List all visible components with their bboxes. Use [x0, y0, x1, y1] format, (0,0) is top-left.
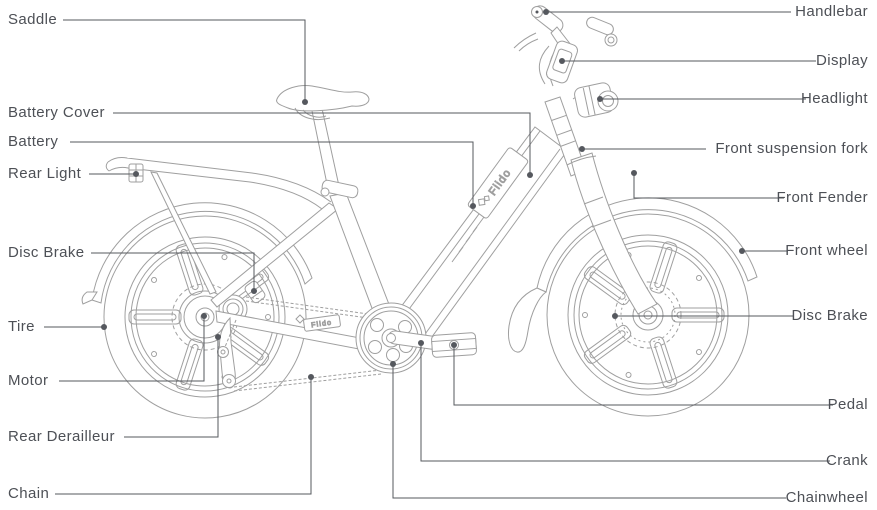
callout-front-fender: [631, 170, 784, 199]
callout-pedal: [451, 342, 833, 406]
front-fork-drawing: [566, 152, 658, 315]
callout-saddle: [63, 19, 308, 105]
callout-battery-cover: [113, 112, 533, 178]
callout-chain: [55, 374, 314, 495]
label-rear-derailleur: Rear Derailleur: [8, 428, 115, 445]
label-rear-light: Rear Light: [8, 165, 82, 182]
label-chainwheel: Chainwheel: [785, 489, 868, 506]
label-motor: Motor: [8, 372, 49, 389]
callout-rear-disc-brake: [91, 252, 257, 294]
label-display: Display: [816, 52, 868, 69]
handlebar-drawing: [513, 5, 618, 87]
chainstay-badge: Fiido: [295, 314, 341, 332]
callout-lines: [44, 9, 833, 499]
label-handlebar: Handlebar: [795, 3, 868, 20]
callout-front-suspension-fork: [579, 146, 706, 152]
front-wheel-drawing: [547, 214, 749, 416]
label-front-fender: Front Fender: [776, 189, 868, 206]
label-battery: Battery: [8, 133, 59, 150]
saddle-drawing: [276, 85, 370, 199]
callout-display: [559, 58, 816, 64]
label-saddle: Saddle: [8, 11, 58, 28]
callout-battery: [70, 141, 476, 209]
callout-rear-light: [89, 171, 139, 177]
callout-crank: [418, 340, 830, 462]
callout-front-wheel: [739, 248, 788, 254]
label-rear-disc-brake: Disc Brake: [8, 244, 85, 261]
rear-fender-drawing: [81, 202, 313, 305]
callout-handlebar: [543, 9, 791, 15]
headlight-drawing: [572, 82, 619, 118]
label-crank: Crank: [825, 452, 868, 469]
callout-rear-derailleur: [124, 334, 221, 438]
label-tire: Tire: [8, 318, 35, 335]
label-front-disc-brake: Disc Brake: [791, 307, 868, 324]
label-headlight: Headlight: [801, 90, 868, 107]
label-chain: Chain: [8, 485, 50, 502]
label-pedal: Pedal: [827, 396, 868, 413]
callout-front-disc-brake: [612, 313, 794, 319]
label-front-wheel: Front wheel: [785, 242, 868, 259]
chain-drawing: [224, 296, 382, 392]
label-battery-cover: Battery Cover: [8, 104, 105, 121]
callout-motor: [59, 313, 207, 382]
callout-headlight: [597, 96, 806, 102]
rear-derailleur-drawing: [217, 316, 236, 389]
callout-chainwheel: [390, 361, 786, 499]
label-front-suspension-fork: Front suspension fork: [715, 140, 868, 157]
callout-tire: [44, 324, 107, 330]
chainstay-logo-text: Fiido: [311, 319, 333, 329]
